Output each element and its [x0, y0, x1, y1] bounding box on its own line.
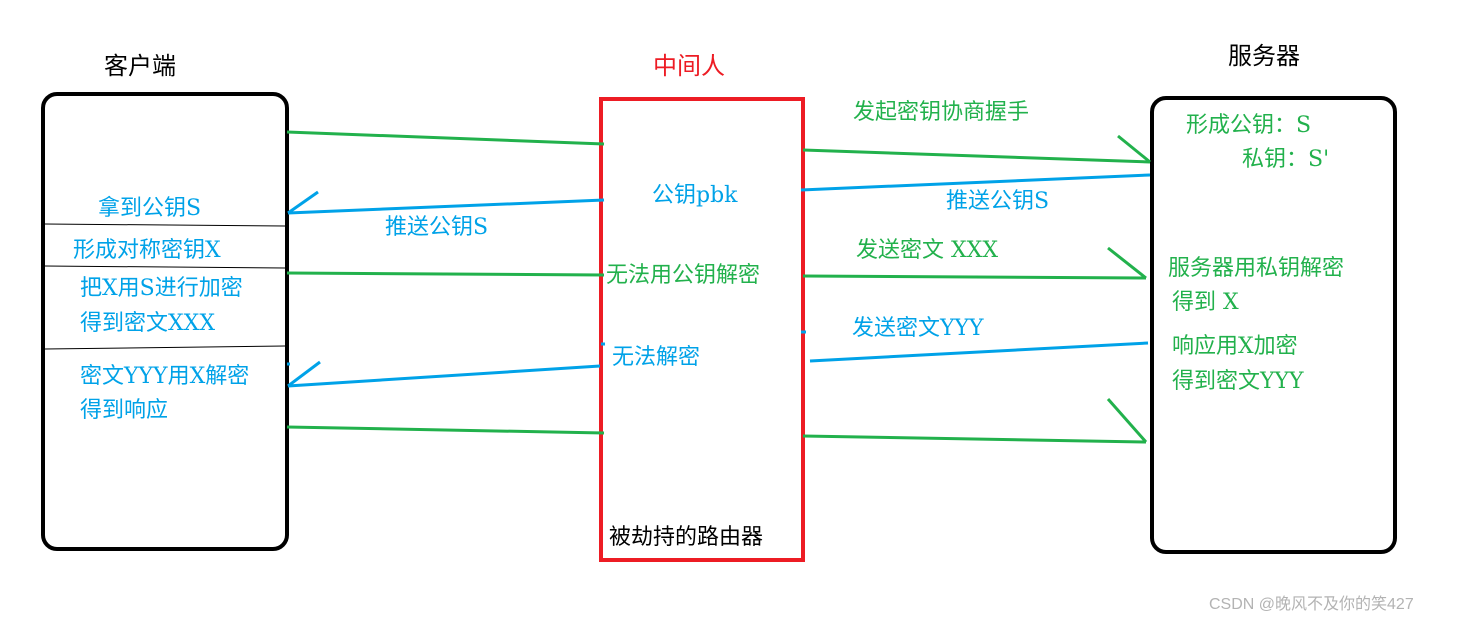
client-decrypt-line1: 密文YYY用X解密: [80, 364, 250, 389]
push-key-arrow: [287, 173, 1151, 215]
client-separator-1: [44, 223, 286, 227]
client-get-key: 拿到公钥S: [98, 196, 202, 221]
client-decrypt-line2: 得到响应: [80, 398, 169, 423]
watermark-text: CSDN @晚风不及你的笑427: [1209, 596, 1414, 613]
msg-send-xxx: 发送密文 XXX: [856, 238, 998, 263]
client-make-key: 形成对称密钥X: [73, 238, 221, 263]
middleman-box: [599, 97, 805, 562]
client-encrypt-line1: 把X用S进行加密: [80, 276, 243, 301]
handshake-arrow: [286, 130, 1151, 164]
middleman-cannot-decrypt-pubkey: 无法用公钥解密: [606, 263, 761, 288]
middleman-subtitle: 被劫持的路由器: [609, 525, 764, 550]
send-xxx-arrow: [286, 246, 1147, 280]
client-box: [41, 92, 289, 551]
server-box: [1150, 96, 1397, 554]
server-decrypt-line2: 得到 X: [1172, 290, 1239, 315]
client-title: 客户端: [104, 52, 176, 80]
server-response-line1: 响应用X加密: [1172, 334, 1298, 359]
server-public-key: 形成公钥：S: [1186, 113, 1312, 138]
middleman-cannot-decrypt: 无法解密: [612, 345, 701, 370]
server-decrypt-line1: 服务器用私钥解密: [1168, 256, 1345, 281]
middleman-title: 中间人: [653, 52, 725, 80]
msg-send-yyy: 发送密文YYY: [852, 316, 984, 341]
server-response-line2: 得到密文YYY: [1172, 369, 1304, 394]
send-yyy-arrow: [287, 341, 1149, 388]
client-separator-3: [44, 345, 286, 350]
msg-push-key-client-side: 推送公钥S: [385, 215, 489, 240]
final-arrow: [286, 398, 1148, 444]
msg-handshake: 发起密钥协商握手: [853, 100, 1030, 125]
client-separator-2: [44, 265, 286, 269]
server-private-key: 私钥：S': [1242, 147, 1330, 172]
msg-push-key-server-side: 推送公钥S: [946, 189, 1050, 214]
server-title: 服务器: [1228, 42, 1300, 70]
client-encrypt-line2: 得到密文XXX: [80, 311, 215, 336]
middleman-public-key: 公钥pbk: [652, 183, 738, 208]
